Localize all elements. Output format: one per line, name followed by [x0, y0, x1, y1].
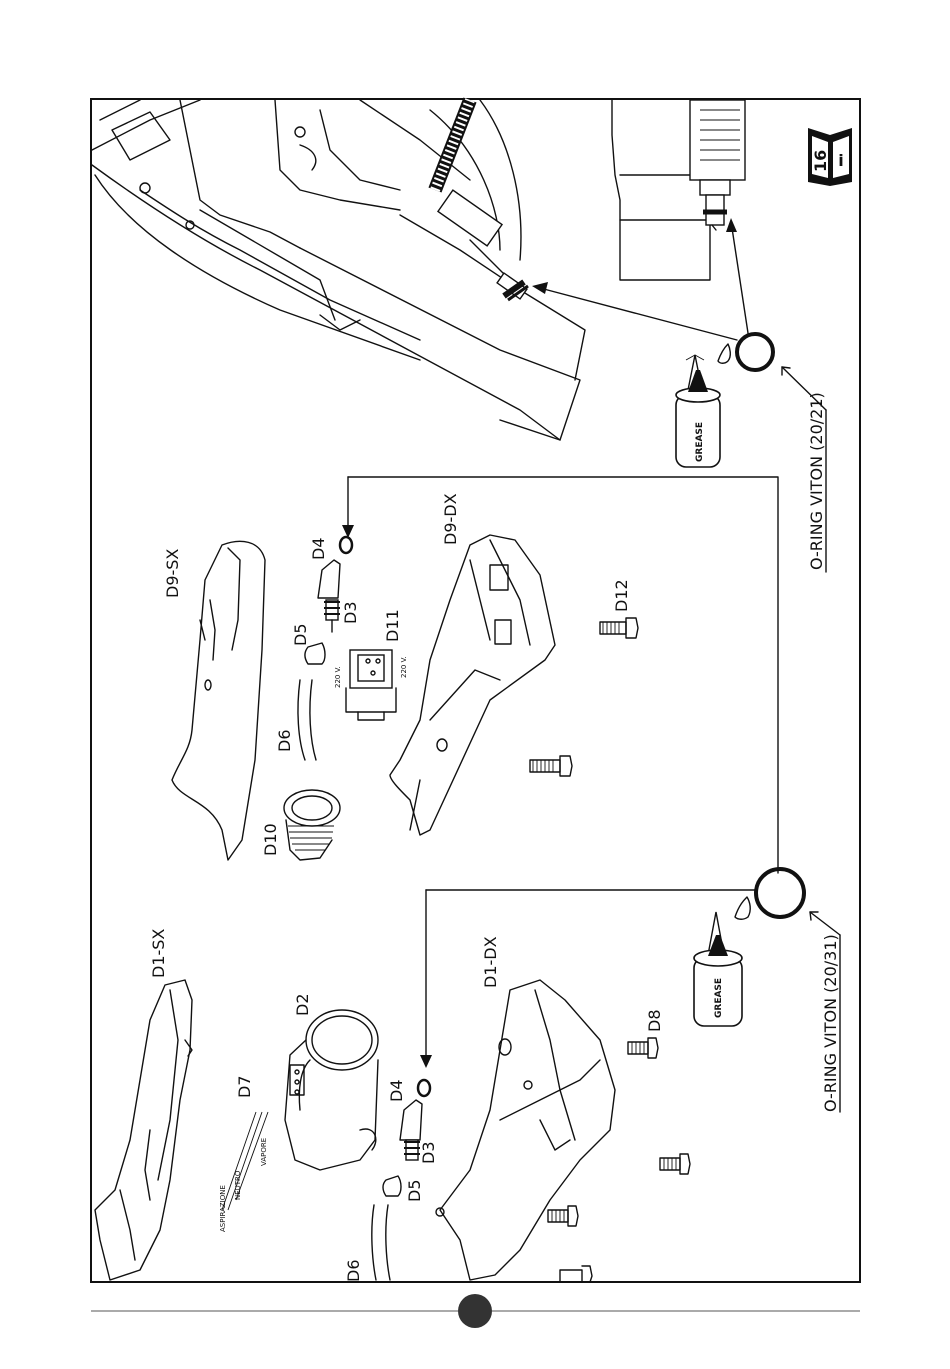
label-d11: D11: [383, 609, 402, 642]
o-ring-bottom-label: O-RING VITON (20/31): [821, 934, 840, 1112]
label-d3-middle: D3: [341, 602, 360, 625]
part-d6-bottom: [372, 1205, 390, 1280]
label-d1-dx: D1-DX: [481, 936, 500, 988]
manual-badge-glyph: i: [838, 151, 843, 170]
label-d4-middle: D4: [309, 538, 328, 561]
part-d12-screw: [600, 618, 638, 638]
selector-label-1: ASPIRAZIONE: [219, 1185, 227, 1232]
o-ring-bottom-group: O-RING VITON (20/31): [735, 869, 840, 1112]
manual-badge-number: 16: [811, 150, 830, 172]
voltage-label-2: 220 V.: [400, 656, 408, 678]
label-d7: D7: [235, 1076, 254, 1099]
part-d7: ASPIRAZIONE NEUTRO VAPORE: [219, 1112, 268, 1232]
part-d9-sx: [172, 541, 265, 860]
selector-label-2: NEUTRO: [234, 1170, 242, 1200]
label-d2: D2: [293, 994, 312, 1017]
gun-handle: [612, 100, 745, 280]
part-d1-sx: [95, 980, 192, 1280]
label-d6-middle: D6: [275, 730, 294, 753]
part-d9-dx: [390, 535, 555, 835]
selector-label-3: VAPORE: [260, 1138, 268, 1166]
o-ring-top-label: O-RING VITON (20/21): [807, 392, 826, 570]
label-d3-bottom: D3: [419, 1142, 438, 1165]
page-number-circle-icon: [458, 1294, 492, 1328]
label-d8: D8: [645, 1010, 664, 1033]
label-d5-middle: D5: [291, 624, 310, 647]
voltage-label-1: 220 V.: [334, 666, 342, 688]
part-d8-screw: [628, 1038, 658, 1058]
label-d12: D12: [612, 579, 631, 612]
grease-top-label: GREASE: [695, 422, 705, 462]
label-d1-sx: D1-SX: [149, 929, 168, 978]
label-d10: D10: [261, 823, 280, 856]
middle-screw: [530, 756, 572, 776]
part-d1-dx: [436, 980, 615, 1280]
machine-cutaway: [92, 100, 585, 440]
label-d5-bottom: D5: [405, 1180, 424, 1203]
label-d4-bottom: D4: [387, 1080, 406, 1103]
grease-bottom-label: GREASE: [714, 978, 724, 1018]
part-d6-middle: [298, 680, 316, 760]
part-d2: [285, 1010, 378, 1170]
part-d10: [284, 790, 340, 860]
o-ring-top: [737, 334, 773, 370]
book-info-icon: 16 i: [808, 128, 852, 186]
label-d9-sx: D9-SX: [163, 549, 182, 598]
part-d5-bottom: [383, 1176, 401, 1196]
part-d11: 220 V. 220 V.: [334, 650, 408, 720]
label-d9-dx: D9-DX: [441, 493, 460, 545]
o-ring-bottom: [756, 869, 804, 917]
page-footer: [91, 1294, 860, 1328]
grease-tube-bottom-icon: GREASE: [694, 912, 742, 1026]
diagram-frame: [91, 99, 860, 1282]
grease-tube-icon: GREASE: [676, 355, 720, 467]
label-d6-bottom: D6: [344, 1260, 363, 1283]
